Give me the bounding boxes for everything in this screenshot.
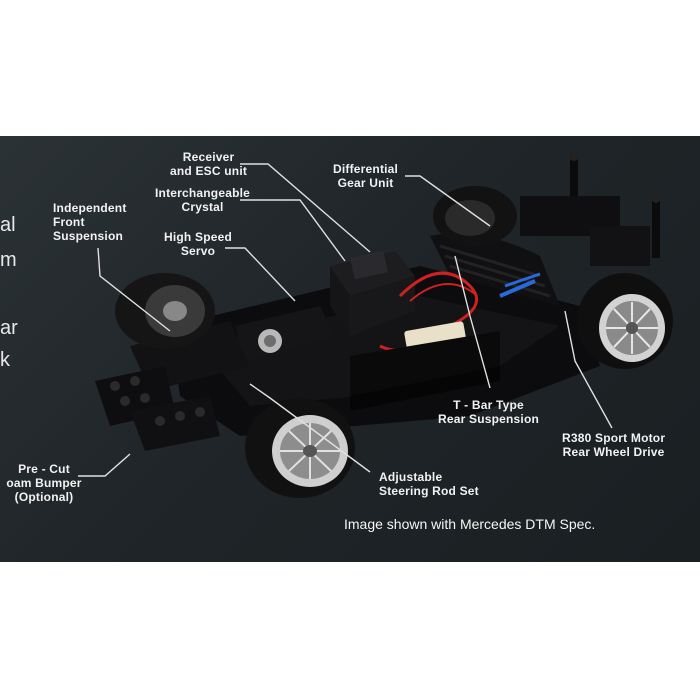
front-left-wheel <box>115 273 215 349</box>
callout-receiver-text: Receiver and ESC unit <box>170 150 248 178</box>
callout-servo: High Speed Servo <box>164 230 232 258</box>
callout-steering-text: Adjustable Steering Rod Set <box>379 470 479 498</box>
callout-motor-text: R380 Sport Motor Rear Wheel Drive <box>562 431 666 459</box>
callout-front-suspension: Independent Front Suspension <box>53 201 127 243</box>
battery-tray <box>350 331 500 411</box>
callout-receiver: Receiver and ESC unit <box>170 150 247 178</box>
callout-differential: Differential Gear Unit <box>333 162 398 190</box>
top-margin <box>0 0 700 136</box>
callout-steering: Adjustable Steering Rod Set <box>379 470 479 498</box>
servo <box>235 306 335 361</box>
callout-differential-text: Differential Gear Unit <box>333 162 399 190</box>
callout-motor: R380 Sport Motor Rear Wheel Drive <box>562 431 665 459</box>
callout-crystal-text: Interchangeable Crystal <box>155 186 251 214</box>
callout-bumper: Pre - Cut oam Bumper (Optional) <box>0 462 88 504</box>
callout-servo-text: High Speed Servo <box>164 230 233 258</box>
front-suspension <box>95 321 250 451</box>
side-text-3: ar <box>0 317 18 339</box>
side-text-2: m <box>0 249 17 271</box>
callout-bumper-text: Pre - Cut oam Bumper (Optional) <box>6 462 82 504</box>
image-caption: Image shown with Mercedes DTM Spec. <box>344 516 596 532</box>
front-right-wheel <box>245 398 355 498</box>
side-text-1: al <box>0 214 16 236</box>
callout-front-suspension-text: Independent Front Suspension <box>53 201 127 243</box>
receiver-unit <box>330 250 415 336</box>
callout-lines <box>78 163 613 477</box>
side-text-4: k <box>0 349 10 371</box>
rear-right-wheel <box>577 273 673 369</box>
callout-rear-suspension-text: T - Bar Type Rear Suspension <box>438 398 540 426</box>
chassis-illustration <box>78 151 673 498</box>
bottom-margin <box>0 562 700 700</box>
callout-crystal: Interchangeable Crystal <box>155 186 250 214</box>
callout-rear-suspension: T - Bar Type Rear Suspension <box>438 398 539 426</box>
